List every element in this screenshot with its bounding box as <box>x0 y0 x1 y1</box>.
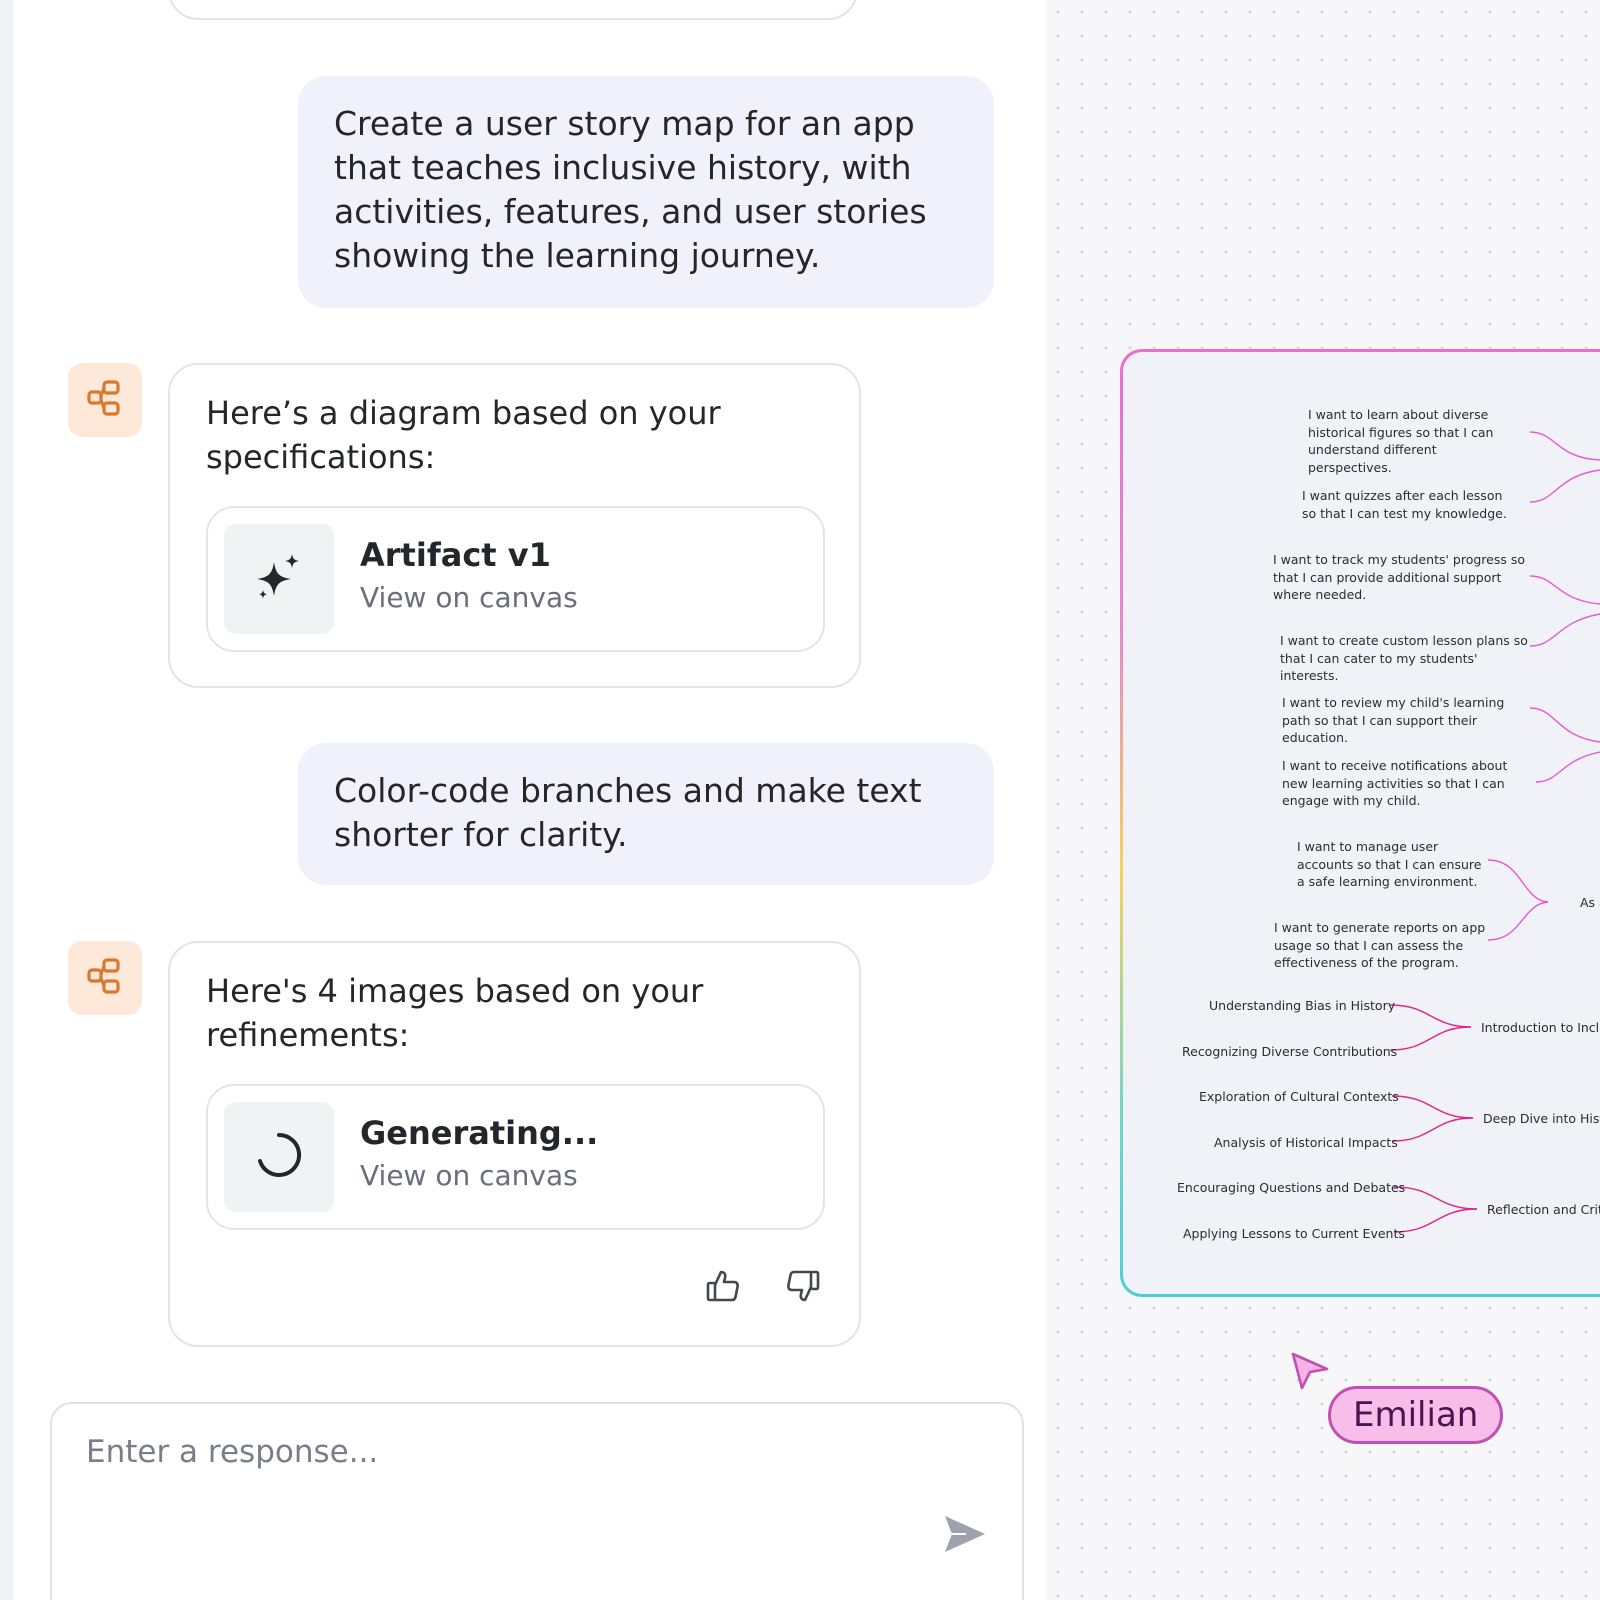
assistant-avatar <box>68 363 142 437</box>
stage-node: Reflection and Critic <box>1487 1202 1600 1217</box>
stage-node: Deep Dive into Histo <box>1483 1111 1600 1126</box>
user-story-node: I want to generate reports on app usage … <box>1274 920 1486 970</box>
send-icon <box>942 1511 988 1561</box>
artifact-thumbnail <box>224 524 334 634</box>
response-input[interactable] <box>86 1434 886 1470</box>
artifact-card[interactable]: Artifact v1 View on canvas <box>206 506 825 652</box>
user-story-node: I want quizzes after each lesson so that… <box>1302 488 1507 521</box>
thumbs-down-icon <box>785 1268 821 1308</box>
story-map-diagram <box>1123 352 1600 1294</box>
collaborator-name-tag: Emilian <box>1328 1386 1504 1444</box>
assistant-message-text: Here's 4 images based on your refinement… <box>206 972 704 1054</box>
view-on-canvas-link[interactable]: View on canvas <box>360 1159 578 1192</box>
activity-node: Exploration of Cultural Contexts <box>1199 1089 1399 1104</box>
thumbs-up-button[interactable] <box>700 1265 746 1311</box>
diagram-nodes-icon <box>85 378 125 422</box>
user-message: Color-code branches and make text shorte… <box>298 743 994 885</box>
activity-node: Analysis of Historical Impacts <box>1214 1135 1398 1150</box>
stage-node: Introduction to Inclu <box>1481 1020 1600 1035</box>
canvas-panel[interactable]: I want to learn about diverse historical… <box>1046 0 1600 1600</box>
assistant-message-text: Here’s a diagram based on your specifica… <box>206 394 721 476</box>
assistant-message: Here’s a diagram based on your specifica… <box>168 363 861 688</box>
user-story-node: I want to review my child's learning pat… <box>1282 695 1505 745</box>
view-on-canvas-link[interactable]: View on canvas <box>360 581 578 614</box>
send-button[interactable] <box>940 1511 990 1561</box>
artifact-card[interactable]: Generating... View on canvas <box>206 1084 825 1230</box>
user-story-node: I want to create custom lesson plans so … <box>1280 633 1528 683</box>
diagram-nodes-icon <box>85 956 125 1000</box>
activity-node: Encouraging Questions and Debates <box>1177 1180 1406 1195</box>
assistant-avatar <box>68 941 142 1015</box>
response-composer <box>50 1402 1024 1600</box>
artifact-title: Artifact v1 <box>360 536 551 574</box>
user-story-node: I want to learn about diverse historical… <box>1308 407 1494 475</box>
artifact-title: Generating... <box>360 1114 599 1152</box>
pointer-cursor-icon <box>1290 1351 1330 1391</box>
previous-message-card <box>168 0 858 20</box>
thumbs-down-button[interactable] <box>780 1265 826 1311</box>
activity-node: Recognizing Diverse Contributions <box>1182 1044 1398 1059</box>
persona-node: As a <box>1580 895 1600 910</box>
activity-node: Applying Lessons to Current Events <box>1183 1226 1405 1241</box>
activity-node: Understanding Bias in History <box>1209 998 1396 1013</box>
thumbs-up-icon <box>705 1268 741 1308</box>
user-message: Create a user story map for an app that … <box>298 76 994 308</box>
user-story-node: I want to manage user accounts so that I… <box>1297 839 1482 889</box>
spinner-icon <box>254 1130 304 1184</box>
chat-panel: Create a user story map for an app that … <box>13 0 1046 1600</box>
story-map-frame[interactable] <box>1120 349 1600 1297</box>
user-story-node: I want to track my students' progress so… <box>1273 552 1525 602</box>
artifact-thumbnail <box>224 1102 334 1212</box>
assistant-message: Here's 4 images based on your refinement… <box>168 941 861 1347</box>
sparkle-icon <box>254 552 304 606</box>
user-story-node: I want to receive notifications about ne… <box>1282 758 1508 808</box>
